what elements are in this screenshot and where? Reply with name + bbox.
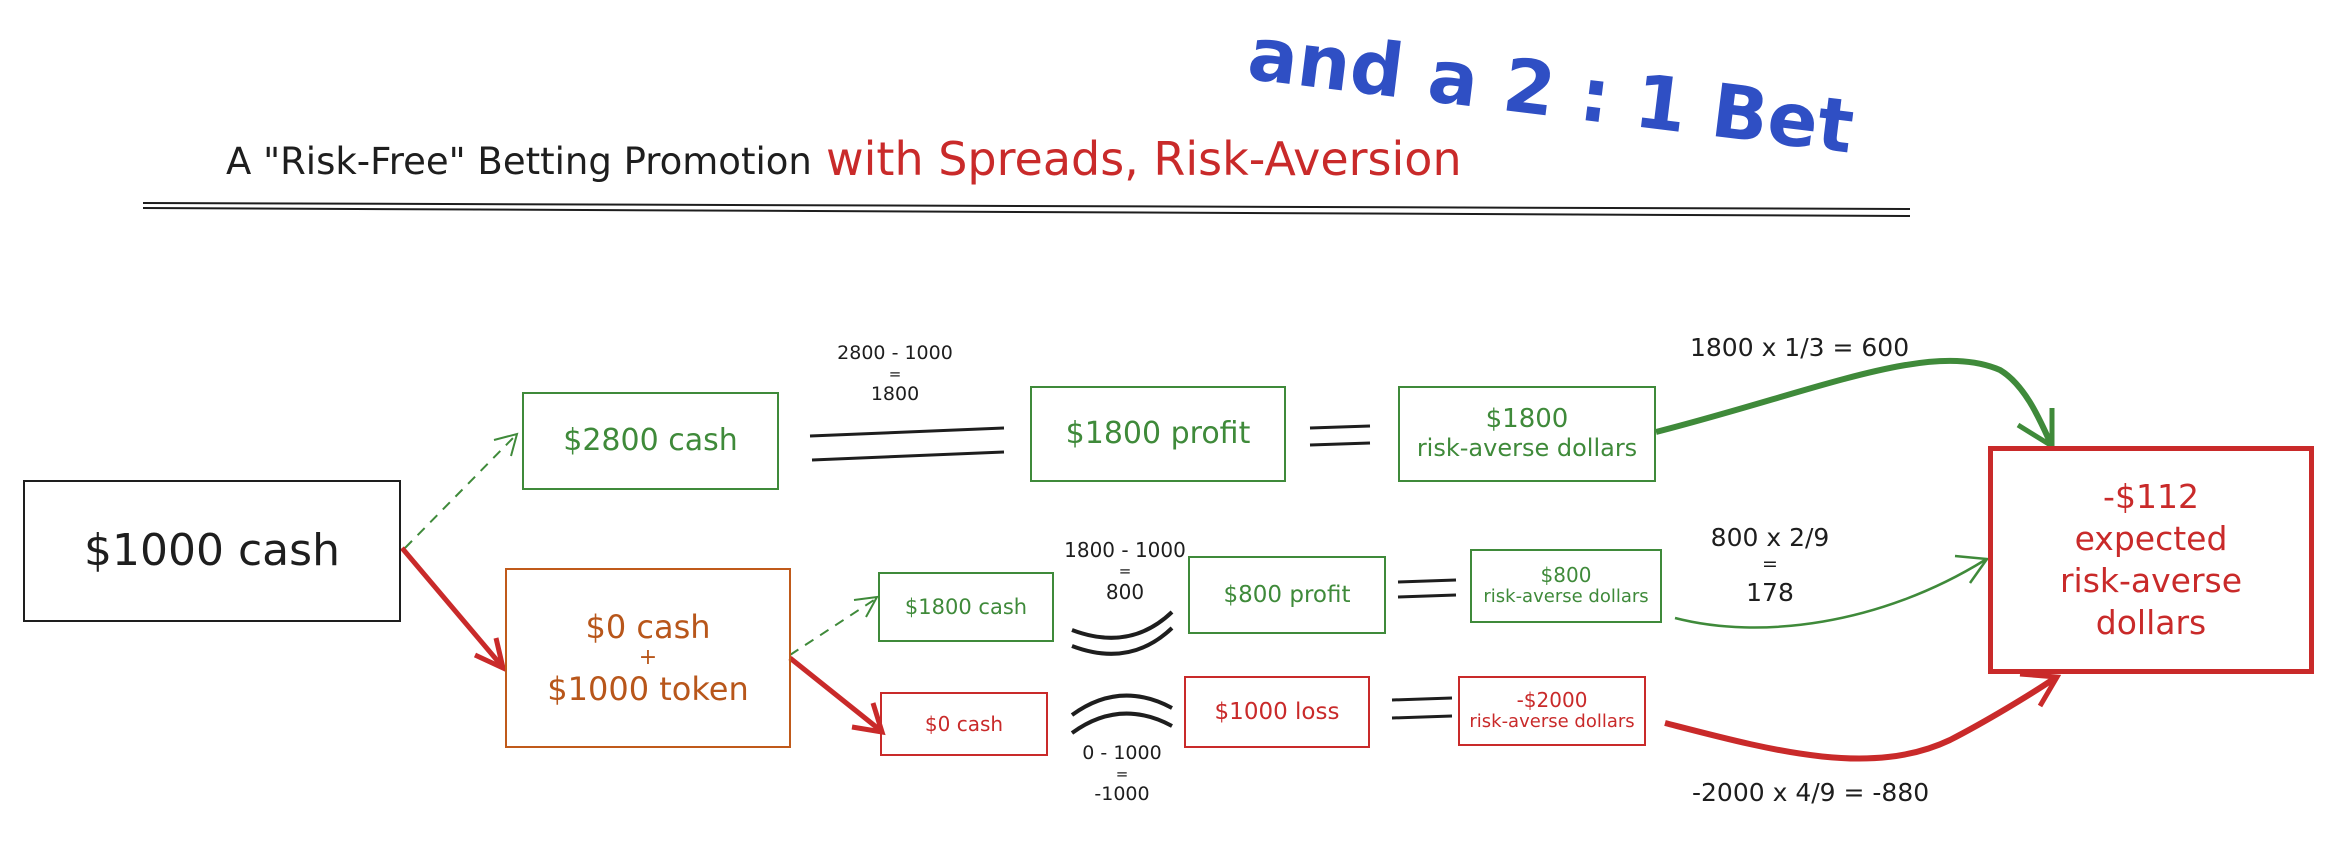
node-token-win-cash: $1800 cash <box>878 572 1054 642</box>
ev-mid-line-2: = <box>1762 553 1778 576</box>
calc-mid-line-3: 800 <box>1105 580 1145 604</box>
node-start-label: $1000 cash <box>84 524 340 576</box>
calc-bot-line-3: -1000 <box>1094 782 1150 805</box>
node-win-cash-label: $2800 cash <box>563 422 738 458</box>
node-token-win-ra-label: risk-averse dollars <box>1483 586 1649 608</box>
node-token-win-profit-label: $800 profit <box>1223 581 1351 608</box>
curve-mark <box>1070 693 1173 717</box>
equals-mark <box>1309 441 1371 447</box>
node-loss-plus: + <box>638 645 658 671</box>
node-win-ra: $1800 risk-averse dollars <box>1398 386 1656 482</box>
node-result: -$112 expected risk-averse dollars <box>1988 446 2314 674</box>
node-win-profit: $1800 profit <box>1030 386 1286 482</box>
node-token-win-cash-label: $1800 cash <box>904 594 1028 619</box>
calc-mid-line-1: 1800 - 1000 <box>1064 538 1186 562</box>
calc-top-line-2: = <box>888 364 902 383</box>
node-token-win-profit: $800 profit <box>1188 556 1386 634</box>
equals-mark <box>811 450 1005 462</box>
node-token-win-ra-value: $800 <box>1540 563 1592 588</box>
equals-mark <box>1391 714 1453 720</box>
node-token-win-ra: $800 risk-averse dollars <box>1470 549 1662 623</box>
node-result-value: -$112 <box>2103 476 2199 516</box>
arrow-win-to-result <box>1655 357 2055 451</box>
curve-mark <box>1071 626 1174 656</box>
node-token-loss-ra-label: risk-averse dollars <box>1469 711 1635 733</box>
arrow-start-to-win <box>404 432 519 549</box>
node-loss-token: $1000 token <box>547 669 749 708</box>
node-result-label-2: risk-averse <box>2059 561 2243 600</box>
node-loss: $0 cash + $1000 token <box>505 568 791 748</box>
calc-top: 2800 - 1000 = 1800 <box>820 342 970 406</box>
node-token-loss-label: $1000 loss <box>1214 698 1340 725</box>
arrow-start-to-loss <box>400 546 507 673</box>
title-highlight: with Spreads, Risk-Aversion <box>826 132 1462 186</box>
arrow-loss-to-token-win <box>789 595 879 656</box>
ev-top: 1800 x 1/3 = 600 <box>1690 333 1910 362</box>
equals-mark <box>1391 696 1453 702</box>
curve-mark <box>1070 711 1173 735</box>
ev-bot: -2000 x 4/9 = -880 <box>1692 778 1930 807</box>
title-underline <box>142 202 1911 210</box>
curve-mark <box>1071 610 1174 640</box>
equals-mark <box>1397 593 1457 599</box>
arrow-token-win-to-result <box>1674 554 1990 629</box>
node-win-profit-label: $1800 profit <box>1065 415 1251 451</box>
node-result-label-3: dollars <box>2095 603 2207 643</box>
calc-mid: 1800 - 1000 = 800 <box>1048 538 1202 604</box>
equals-mark <box>1309 424 1371 430</box>
arrow-loss-to-token-loss <box>788 656 886 736</box>
node-token-loss-cash-label: $0 cash <box>924 711 1004 736</box>
node-token-loss-cash: $0 cash <box>880 692 1048 756</box>
equals-mark <box>1397 578 1457 584</box>
arrow-token-loss-to-result <box>1664 671 2062 762</box>
ev-mid-line-3: 178 <box>1746 578 1794 607</box>
title-main: A "Risk-Free" Betting Promotion <box>226 140 812 183</box>
node-start: $1000 cash <box>23 480 401 622</box>
calc-top-line-1: 2800 - 1000 <box>837 342 953 364</box>
node-loss-cash: $0 cash <box>585 607 711 646</box>
equals-mark <box>809 426 1005 438</box>
ev-mid: 800 x 2/9 = 178 <box>1700 522 1840 608</box>
title-underline-2 <box>142 207 1911 217</box>
ev-mid-line-1: 800 x 2/9 <box>1710 523 1830 552</box>
node-win-cash: $2800 cash <box>522 392 779 490</box>
node-result-label-1: expected <box>2074 518 2228 558</box>
node-token-loss: $1000 loss <box>1184 676 1370 748</box>
calc-top-line-3: 1800 <box>870 382 920 405</box>
calc-bot-line-1: 0 - 1000 <box>1082 742 1162 764</box>
node-token-loss-ra: -$2000 risk-averse dollars <box>1458 676 1646 746</box>
calc-bot: 0 - 1000 = -1000 <box>1062 742 1182 806</box>
node-win-ra-label: risk-averse dollars <box>1416 434 1638 463</box>
node-token-loss-ra-value: -$2000 <box>1516 688 1588 713</box>
node-win-ra-value: $1800 <box>1485 404 1569 435</box>
calc-bot-line-2: = <box>1115 764 1129 783</box>
calc-mid-line-2: = <box>1118 562 1132 580</box>
